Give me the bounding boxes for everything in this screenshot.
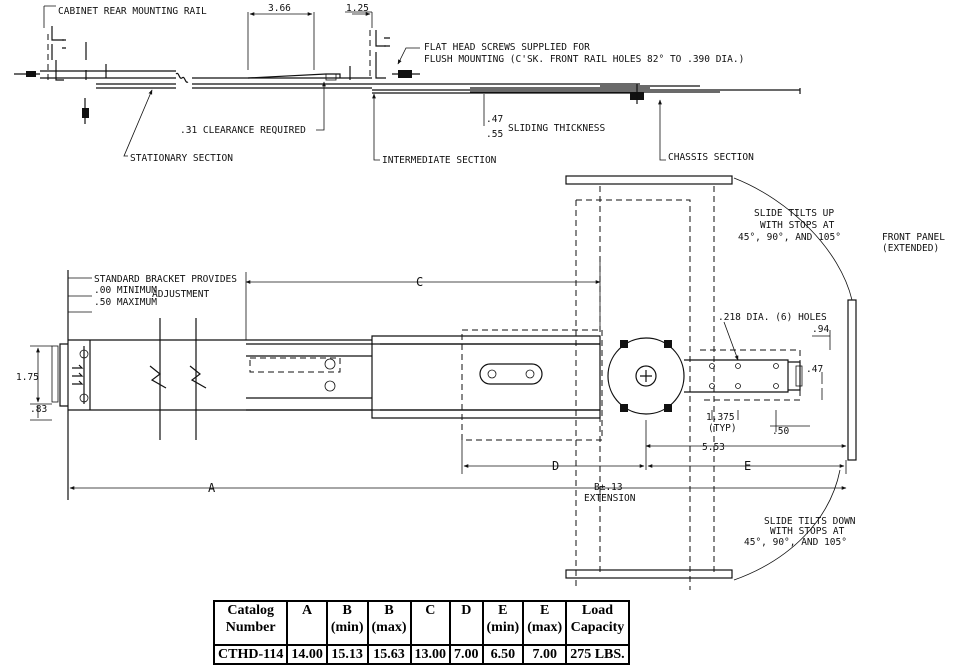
header-b-min: B(min) [325, 600, 369, 646]
label-tilt-up-3: 45°, 90°, AND 105° [738, 232, 841, 243]
label-bracket-3: ADJUSTMENT [152, 289, 209, 300]
cell-e-max: 7.00 [522, 644, 568, 665]
label-dim-d: D [552, 459, 559, 473]
label-dim-5-53: 5.53 [702, 442, 725, 453]
header-d: D [449, 600, 484, 646]
label-extension: EXTENSION [584, 493, 636, 504]
label-dim-a: A [208, 481, 216, 495]
label-sliding-thickness: SLIDING THICKNESS [508, 123, 606, 134]
label-intermediate: INTERMEDIATE SECTION [382, 155, 497, 166]
label-tilt-up-1: SLIDE TILTS UP [754, 208, 834, 219]
label-cabinet-rail: CABINET REAR MOUNTING RAIL [58, 6, 207, 17]
cell-load-capacity: 275 LBS. [565, 644, 630, 665]
label-bracket-2: .00 MINIMUM [94, 285, 157, 296]
label-bracket-4: .50 MAXIMUM [94, 297, 157, 308]
label-dim-0-83: .83 [30, 404, 47, 415]
label-sliding-top: .47 [486, 114, 503, 125]
label-dim-3-66: 3.66 [268, 3, 291, 14]
cell-d: 7.00 [449, 644, 484, 665]
table-row: CTHD-114 14.00 15.13 15.63 13.00 7.00 6.… [212, 644, 630, 665]
label-dim-b: B±.13 [594, 482, 623, 493]
label-dim-e: E [744, 459, 751, 473]
header-e-max: E(max) [522, 600, 568, 646]
cell-b-max: 15.63 [366, 644, 412, 665]
cell-b-min: 15.13 [325, 644, 369, 665]
label-holes: .218 DIA. (6) HOLES [718, 312, 827, 323]
label-tilt-up-2: WITH STOPS AT [760, 220, 835, 231]
label-dim-0-94: .94 [812, 324, 829, 335]
label-flat-head-2: FLUSH MOUNTING (C'SK. FRONT RAIL HOLES 8… [424, 54, 744, 65]
label-typ: (TYP) [708, 423, 737, 434]
cell-a: 14.00 [286, 644, 328, 665]
plan-view [30, 175, 857, 590]
label-tilt-down-1: SLIDE TILTS DOWN [764, 516, 856, 527]
label-tilt-down-2: WITH STOPS AT [770, 526, 845, 537]
label-clearance: .31 CLEARANCE REQUIRED [180, 125, 306, 136]
label-dim-0-50: .50 [772, 426, 789, 437]
label-dim-1-375: 1.375 [706, 412, 735, 423]
header-e-min: E(min) [481, 600, 525, 646]
header-a: A [286, 600, 328, 646]
cell-e-min: 6.50 [481, 644, 525, 665]
cell-c: 13.00 [409, 644, 452, 665]
label-flat-head-1: FLAT HEAD SCREWS SUPPLIED FOR [424, 42, 590, 53]
label-chassis: CHASSIS SECTION [668, 152, 754, 163]
header-c: C [409, 600, 452, 646]
label-tilt-down-3: 45°, 90°, AND 105° [744, 537, 847, 548]
label-front-panel-2: (EXTENDED) [882, 243, 939, 254]
label-dim-c: C [416, 275, 423, 289]
label-stationary: STATIONARY SECTION [130, 153, 233, 164]
label-dim-1-25: 1.25 [346, 3, 369, 14]
label-dim-1-75: 1.75 [16, 372, 39, 383]
label-dim-0-47: .47 [806, 364, 823, 375]
drawing-labels: CABINET REAR MOUNTING RAIL 3.66 1.25 FLA… [16, 3, 945, 548]
cell-catalog-number: CTHD-114 [212, 644, 289, 665]
label-bracket-1: STANDARD BRACKET PROVIDES [94, 274, 237, 285]
label-front-panel-1: FRONT PANEL [882, 232, 945, 243]
side-view [14, 5, 801, 161]
slide-assembly-drawing: CABINET REAR MOUNTING RAIL 3.66 1.25 FLA… [14, 3, 945, 590]
label-sliding-bottom: .55 [486, 129, 503, 140]
header-b-max: B(max) [366, 600, 412, 646]
